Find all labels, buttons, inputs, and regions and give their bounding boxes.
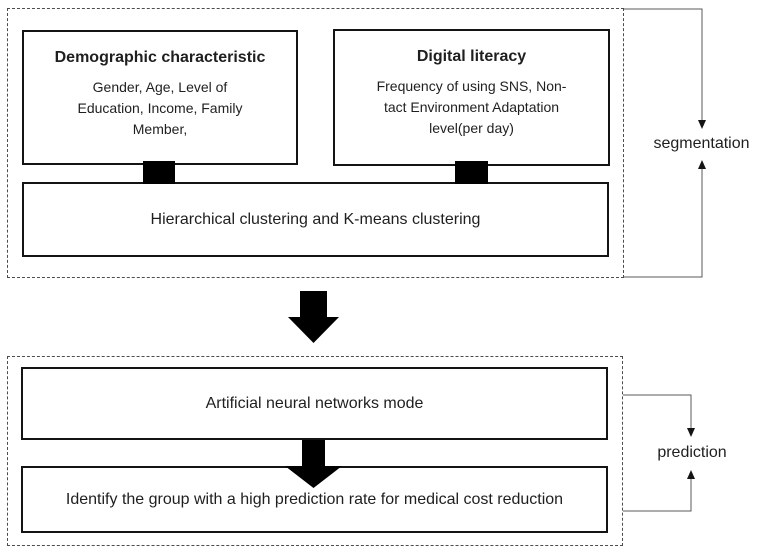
segmentation-to-prediction-arrow (288, 291, 339, 343)
prediction-bracket-top-line (623, 394, 692, 429)
demographic-to-clustering-connector (143, 161, 175, 184)
segmentation-bracket-bottom-line (624, 168, 703, 278)
digital-literacy-box: Digital literacy Frequency of using SNS,… (333, 29, 610, 166)
ann-model-text: Artificial neural networks mode (205, 394, 424, 412)
clustering-method-box: Hierarchical clustering and K-means clus… (22, 182, 609, 257)
demographic-characteristic-box: Demographic characteristic Gender, Age, … (22, 30, 298, 165)
digital-box-title: Digital literacy (416, 48, 527, 65)
digital-box-body: Frequency of using SNS, Non-tact Environ… (376, 78, 567, 136)
demographic-box-body: Gender, Age, Level of Education, Income,… (77, 79, 243, 137)
identify-group-box: Identify the group with a high predictio… (21, 466, 608, 533)
clustering-method-text: Hierarchical clustering and K-means clus… (150, 210, 481, 228)
segmentation-down-arrowhead (698, 120, 706, 129)
prediction-down-arrowhead (687, 428, 695, 437)
prediction-up-arrowhead (687, 470, 695, 479)
prediction-label: prediction (657, 444, 727, 461)
prediction-bracket-bottom-line (623, 479, 692, 512)
ann-model-box: Artificial neural networks mode (21, 367, 608, 440)
segmentation-up-arrowhead (698, 160, 706, 169)
segmentation-bracket-top-line (624, 8, 703, 122)
digital-to-clustering-connector (455, 161, 488, 184)
demographic-box-title: Demographic characteristic (54, 49, 266, 66)
segmentation-label: segmentation (653, 135, 750, 152)
identify-group-text: Identify the group with a high predictio… (65, 490, 564, 508)
